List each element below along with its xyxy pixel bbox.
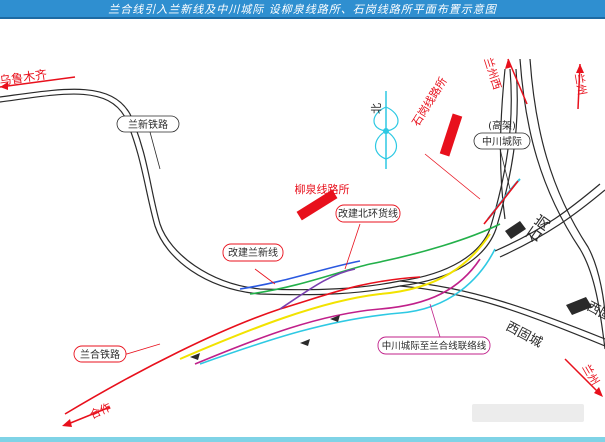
magenta-line: [194, 258, 481, 365]
lanhe-red-line: [64, 276, 421, 415]
rebuild-lanxin-label-box: [222, 243, 284, 262]
leader-lines: [119, 131, 511, 357]
shigang-leader: [424, 153, 481, 200]
lanhe-label-box: [73, 345, 127, 363]
link-line-label-box: [377, 336, 491, 355]
title-bar: 兰合线引入兰新线及中川城际 设柳泉线路所、石岗线路所平面布置示意图: [0, 0, 605, 19]
green-line: [249, 223, 501, 295]
lanzhou-top-arrowhead: [576, 64, 584, 73]
link-line-label: 中川城际至兰合线联络线: [382, 340, 487, 352]
lanhe-leader: [119, 343, 161, 357]
shigang-track-1: [494, 183, 601, 252]
compass-center: [383, 128, 389, 134]
shigang-station-marker: [439, 113, 463, 157]
urumqi-label: 乌鲁木齐: [0, 66, 48, 88]
link-line-leader: [429, 303, 441, 338]
lanhe-railway-label: 兰合铁路: [80, 348, 120, 361]
shigang-station-label: 石岗线路所: [409, 75, 450, 129]
elevated-label: (高架): [488, 119, 516, 132]
zhongchuan-intercity-label: 中川城际: [482, 135, 522, 148]
lanxin-label-box: [116, 115, 180, 133]
xigu-tunnel: [566, 297, 592, 315]
rebuild-lanxin-label: 改建兰新线: [228, 246, 278, 259]
urumqi-arrow-line: [0, 76, 76, 88]
zhongchuan-label-box: [473, 132, 531, 150]
xigucheng-label: 西固城: [503, 319, 544, 351]
track-layout-diagram: 北 乌鲁木齐 兰新铁路 石岗线路所 (高架) 中川城际 兰州 兰州西 柳泉线路所…: [0, 56, 605, 427]
direction-arrows: [0, 58, 603, 427]
lanxin-leader: [149, 131, 161, 170]
xigu-track-2: [399, 285, 605, 347]
compass-lower-petal: [374, 130, 398, 160]
lanzhou-west-arrowhead: [505, 59, 512, 69]
shigang-label: 石岗: [523, 211, 555, 246]
blue-line: [239, 260, 361, 290]
yellow-line: [179, 233, 491, 360]
lanzhou-bottom-arrow-line: [564, 358, 601, 395]
lanxin-railway-label: 兰新铁路: [128, 118, 168, 131]
lanzhou-bottom-arrowhead: [594, 387, 603, 397]
cyan-line: [199, 248, 496, 365]
liuquan-station-label: 柳泉线路所: [295, 182, 350, 196]
liuquan-station-marker: [296, 189, 338, 221]
lanzhou-west-label: 兰州西: [481, 56, 504, 91]
hezuo-label: 合作: [87, 400, 113, 422]
zhongchuan-track-1: [519, 58, 605, 350]
north-ring-leader: [344, 223, 361, 270]
track-arrow-1: [300, 339, 310, 346]
hezuo-arrow-line: [67, 406, 111, 425]
track-arrow-2: [190, 353, 200, 360]
shigang-tunnel: [505, 221, 526, 239]
north-compass: 北: [370, 91, 399, 169]
track-arrow-3: [330, 315, 340, 322]
hezuo-arrowhead: [62, 419, 72, 427]
rebuild-north-ring-label: 改建北环货线: [338, 207, 398, 220]
bottom-strip: [0, 437, 605, 442]
red-zhongchuan-link: [483, 180, 519, 225]
diagram-title: 兰合线引入兰新线及中川城际 设柳泉线路所、石岗线路所平面布置示意图: [108, 3, 497, 16]
lanzhou-top-label: 兰州: [572, 72, 589, 96]
watermark-blur: [472, 404, 584, 422]
north-label: 北: [370, 103, 383, 114]
lanzhou-bottom-label: 兰州: [579, 362, 601, 388]
shigang-track-2: [499, 189, 605, 258]
purple-line: [279, 268, 356, 310]
zhongchuan-track-2: [529, 58, 605, 320]
tunnel-portals: [505, 221, 592, 315]
lanxin-railway-tracks: [0, 58, 605, 350]
zhongchuan-leader: [499, 148, 511, 190]
rebuild-lanxin-leader: [254, 268, 276, 285]
colored-lines: [64, 178, 521, 415]
urumqi-arrowhead: [0, 82, 8, 90]
north-ring-label-box: [335, 204, 401, 223]
